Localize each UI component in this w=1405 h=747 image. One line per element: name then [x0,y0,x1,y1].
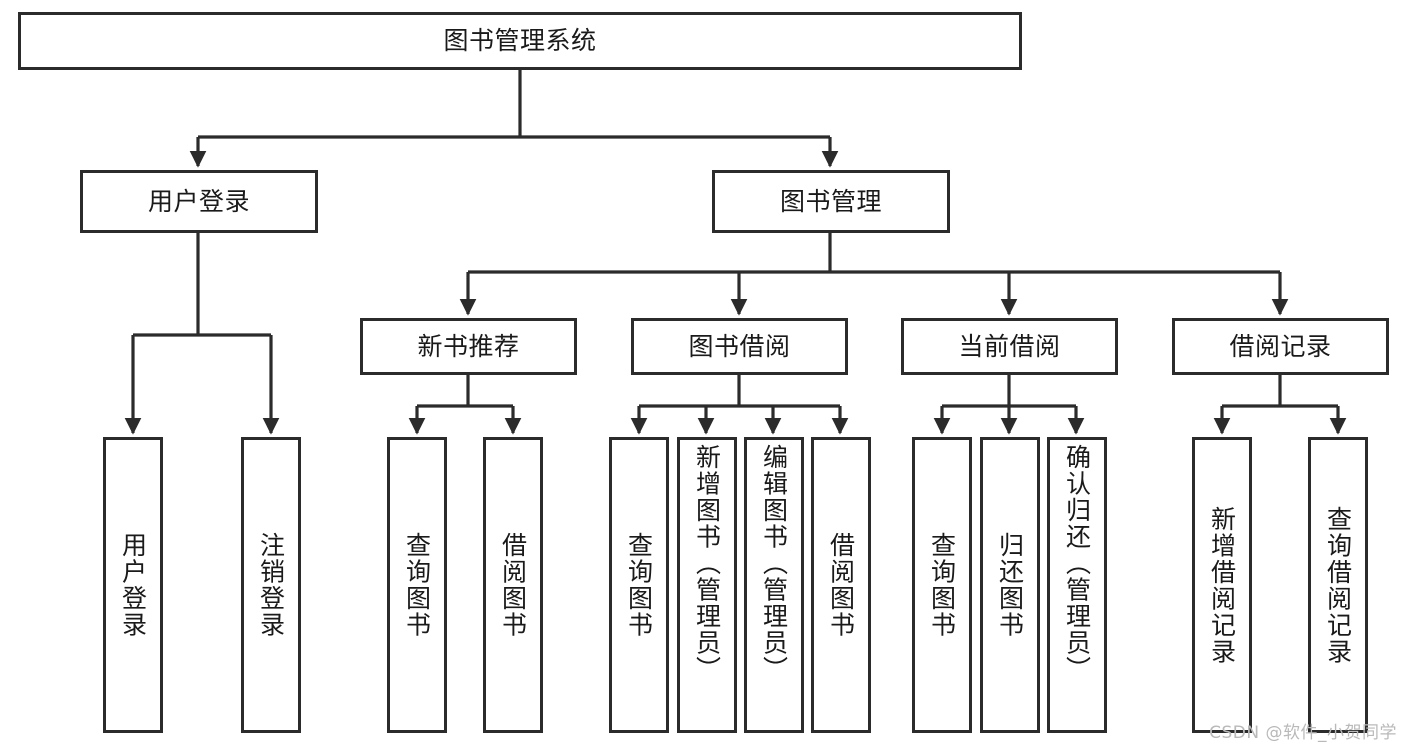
node-book-borrowing[interactable]: 图书借阅 [631,318,848,375]
leaf-bookborrow-borrow-books[interactable]: 借阅图书 [811,437,871,733]
node-label: 当前借阅 [958,331,1061,361]
node-label: 查询借阅记录 [1323,505,1353,665]
csdn-watermark: CSDN @软件_小贺同学 [1209,723,1397,743]
node-label: 用户登录 [147,186,250,216]
leaf-records-query-record[interactable]: 查询借阅记录 [1308,437,1368,733]
node-book-management[interactable]: 图书管理 [712,170,950,233]
leaf-bookborrow-query-books[interactable]: 查询图书 [609,437,669,733]
leaf-currentborrow-return-books[interactable]: 归还图书 [980,437,1040,733]
leaf-newbook-query-books[interactable]: 查询图书 [387,437,447,733]
node-label: 查询图书 [402,532,432,638]
node-label: 图书管理系统 [443,26,597,56]
node-label: 图书管理 [779,186,882,216]
leaf-user-login-signout[interactable]: 注销登录 [241,437,301,733]
leaf-bookborrow-edit-book-admin[interactable]: 编辑图书（管理员） [744,437,804,733]
node-label: 注销登录 [256,532,286,638]
leaf-newbook-borrow-books[interactable]: 借阅图书 [483,437,543,733]
leaf-user-login-signin[interactable]: 用户登录 [103,437,163,733]
node-label: 新增图书（管理员） [692,444,722,683]
node-label: 归还图书 [995,532,1025,638]
node-current-borrowing[interactable]: 当前借阅 [901,318,1118,375]
node-label: 新增借阅记录 [1207,505,1237,665]
node-label: 用户登录 [118,532,148,638]
node-label: 借阅图书 [826,532,856,638]
node-label: 图书借阅 [688,331,791,361]
node-new-book-recommendation[interactable]: 新书推荐 [360,318,577,375]
node-label: 借阅记录 [1229,331,1332,361]
node-label: 新书推荐 [417,331,520,361]
node-label: 确认归还（管理员） [1062,444,1092,683]
node-root-library-system[interactable]: 图书管理系统 [18,12,1022,70]
node-label: 编辑图书（管理员） [759,444,789,683]
leaf-records-add-record[interactable]: 新增借阅记录 [1192,437,1252,733]
node-user-login[interactable]: 用户登录 [80,170,318,233]
node-borrowing-records[interactable]: 借阅记录 [1172,318,1389,375]
leaf-bookborrow-add-book-admin[interactable]: 新增图书（管理员） [677,437,737,733]
node-label: 借阅图书 [498,532,528,638]
leaf-currentborrow-confirm-return-admin[interactable]: 确认归还（管理员） [1047,437,1107,733]
node-label: 查询图书 [624,532,654,638]
node-label: 查询图书 [927,532,957,638]
leaf-currentborrow-query-books[interactable]: 查询图书 [912,437,972,733]
